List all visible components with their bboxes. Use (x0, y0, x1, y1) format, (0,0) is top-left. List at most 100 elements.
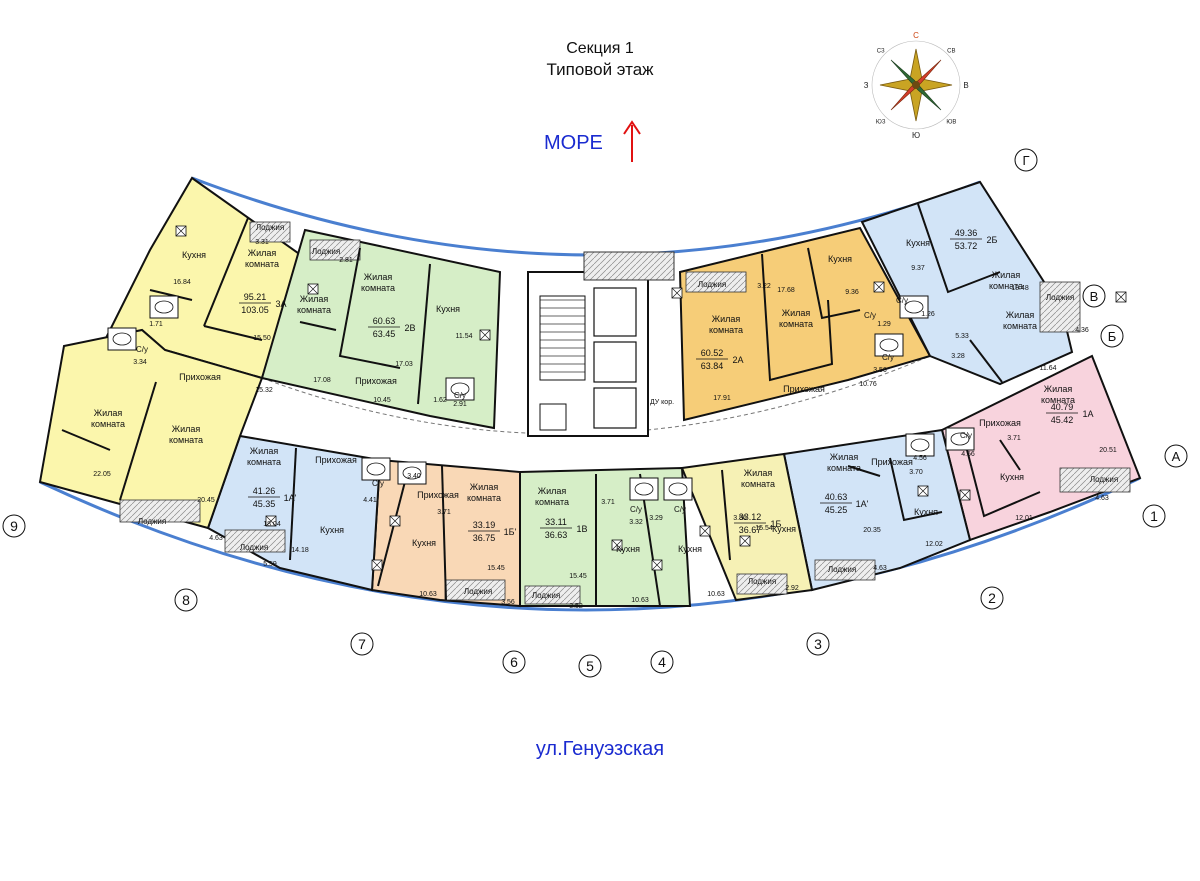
room-area-value: 4.63 (209, 535, 223, 542)
room-name-loggia: Лоджия (828, 565, 856, 574)
apartment-type-code: 2А (732, 355, 743, 365)
room-name-living: комната (779, 319, 813, 329)
room-name-loggia: Лоджия (532, 591, 560, 600)
room-area-value: 3.22 (757, 283, 771, 290)
stair-elevator-core (527, 251, 675, 437)
apartment-2B-right[interactable] (860, 180, 1074, 386)
room-name-living: комната (467, 493, 501, 503)
room-name-kitchen: Кухня (772, 524, 796, 534)
loggia-area (736, 573, 788, 595)
apartment-type-code: 1Б' (504, 527, 517, 537)
room-name-living: комната (535, 497, 569, 507)
axis-number-label: 7 (358, 636, 366, 652)
room-area-value: 3.56 (501, 599, 515, 606)
room-name-living: комната (709, 325, 743, 335)
room-area-value: 16.84 (173, 279, 191, 286)
room-name-living: Жилая (1044, 384, 1073, 394)
axis-marker-letter: В (1082, 284, 1106, 308)
room-name-loggia: Лоджия (138, 517, 166, 526)
room-area-value: 11.54 (456, 333, 473, 340)
room-name-kitchen: Кухня (616, 544, 640, 554)
room-name-loggia: Лоджия (240, 543, 268, 552)
axis-number-label: 1 (1150, 508, 1158, 524)
room-name-living: комната (91, 419, 125, 429)
stove-icon (1115, 291, 1127, 303)
room-area-value: 1.29 (877, 321, 891, 328)
room-area-value: 15.45 (487, 565, 505, 572)
apartment-type-code: 3A (275, 299, 286, 309)
loggia-area (814, 559, 876, 581)
room-area-value: 14.18 (291, 547, 309, 554)
room-area-value: 3.71 (601, 499, 615, 506)
apartment-2B[interactable] (260, 228, 502, 430)
apartment-total-area: 103.05 (241, 305, 269, 315)
room-name-living: Жилая (712, 314, 741, 324)
room-name-bath: С/у (882, 353, 894, 362)
room-name-kitchen: Кухня (182, 250, 206, 260)
loggia-area (1059, 467, 1131, 493)
sea-arrow-icon (623, 120, 641, 162)
room-name-living: комната (1003, 321, 1037, 331)
room-area-value: 15.54 (755, 525, 773, 532)
room-name-loggia: Лоджия (256, 223, 284, 232)
sea-label: МОРЕ (544, 132, 603, 154)
room-name-living: Жилая (992, 270, 1021, 280)
axis-marker-number: 2 (980, 586, 1004, 610)
apartment-living-area: 33.11 (545, 517, 567, 527)
compass-label: СВ (947, 49, 955, 55)
room-area-value: 1.62 (433, 397, 447, 404)
axis-marker-number: 8 (174, 588, 198, 612)
room-area-value: 2.91 (453, 401, 467, 408)
room-area-value: 15.32 (255, 387, 273, 394)
stove-icon (175, 225, 187, 237)
apartment-left-big[interactable] (38, 328, 264, 530)
apartment-living-area: 60.52 (701, 348, 724, 358)
room-name-loggia: Лоджия (464, 587, 492, 596)
stairs-icon (539, 295, 586, 431)
bathroom-fixture-icon (445, 377, 475, 401)
labels-layer: 95.21103.053A60.6363.452В60.5263.842А49.… (91, 223, 1118, 610)
axis-letter-label: Б (1108, 329, 1117, 344)
room-name-bath: С/у (630, 505, 642, 514)
room-area-value: 3.71 (437, 509, 451, 516)
room-name-living: комната (827, 463, 861, 473)
apartment-type-code: 2В (404, 323, 415, 333)
room-area-value: 17.68 (777, 287, 795, 294)
axis-marker-number: 4 (650, 650, 674, 674)
axis-number-label: 9 (10, 518, 18, 534)
stove-icon (651, 559, 663, 571)
apartment-total-area: 53.72 (955, 241, 978, 251)
room-name-bath: С/у (864, 311, 876, 320)
stove-icon (917, 485, 929, 497)
stove-icon (959, 489, 971, 501)
room-area-value: 5.33 (955, 333, 969, 340)
stove-icon (611, 539, 623, 551)
stove-icon (873, 281, 885, 293)
apartment-living-area: 33.19 (473, 520, 496, 530)
apartment-total-area: 63.45 (373, 329, 396, 339)
apartment-type-code: 1А (1082, 409, 1093, 419)
room-area-value: 10.76 (859, 381, 877, 388)
apartment-1B-right[interactable] (680, 452, 814, 602)
room-name-loggia: Лоджия (748, 577, 776, 586)
room-area-value: 17.91 (713, 395, 731, 402)
room-name-living: Жилая (538, 486, 567, 496)
apartment-living-area: 40.63 (825, 492, 848, 502)
room-area-value: 4.63 (1095, 495, 1109, 502)
room-name-kitchen: Кухня (906, 238, 930, 248)
bathroom-fixture-icon (397, 461, 427, 485)
stove-icon (739, 535, 751, 547)
bathroom-fixture-icon (361, 457, 391, 481)
loggia-area (685, 271, 747, 293)
room-name-loggia: Лоджия (1046, 293, 1074, 302)
room-name-living: комната (1041, 395, 1075, 405)
room-area-value: 10.45 (373, 397, 391, 404)
room-area-value: 18.48 (1011, 285, 1029, 292)
loggia-area (524, 585, 581, 605)
room-area-value: 9.36 (845, 289, 859, 296)
